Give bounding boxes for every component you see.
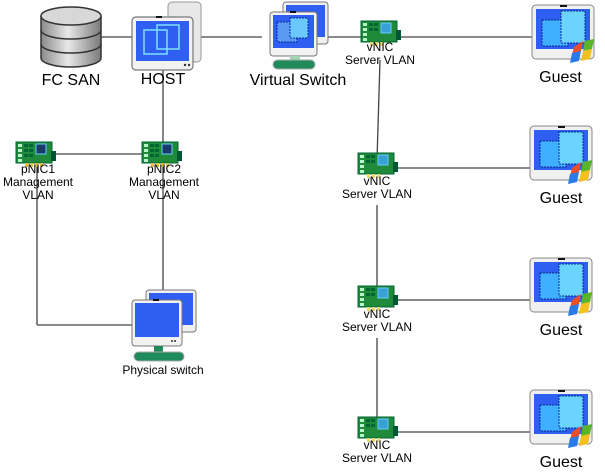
windows-guest-icon xyxy=(529,389,593,448)
vnic-label-line2: Server VLAN xyxy=(341,320,413,335)
windows-guest-icon xyxy=(529,125,593,184)
fc-san-node[interactable]: FC SAN xyxy=(38,4,104,94)
nic-card-icon xyxy=(360,20,401,46)
nic-card-icon xyxy=(15,141,56,167)
virtual-switch-node[interactable]: Virtual Switch xyxy=(248,0,348,92)
host-node[interactable]: HOST xyxy=(128,0,208,92)
pnic1-label-line2: Management xyxy=(2,175,74,190)
windows-guest-icon xyxy=(529,257,593,316)
server-monitor-icon xyxy=(131,1,202,71)
pnic1-label: pNIC1 Management VLAN xyxy=(0,162,76,203)
edge-vnic1-vnic2 xyxy=(376,59,381,161)
switch-computers-icon xyxy=(269,1,329,70)
switch-computers-icon xyxy=(131,289,197,362)
pnic1-node[interactable]: pNIC1 Management VLAN xyxy=(0,141,76,205)
vnic-label-line2: Server VLAN xyxy=(344,53,416,68)
vnic-node[interactable]: vNIC Server VLAN xyxy=(337,152,417,208)
vnic-label: vNIC Server VLAN xyxy=(337,438,417,466)
pnic2-node[interactable]: pNIC2 Management VLAN xyxy=(126,141,202,205)
vnic-label-line2: Server VLAN xyxy=(341,187,413,202)
nic-card-icon xyxy=(357,285,398,311)
guest-label: Guest xyxy=(539,322,583,339)
guest-node[interactable]: Guest xyxy=(526,256,605,344)
pnic2-label: pNIC2 Management VLAN xyxy=(126,162,202,203)
vnic-label: vNIC Server VLAN xyxy=(337,174,417,202)
vnic-label-line2: Server VLAN xyxy=(341,451,413,466)
vnic-label-line1: vNIC xyxy=(363,174,391,188)
vnic-label-line1: vNIC xyxy=(366,40,394,54)
pnic2-label-line2: Management xyxy=(128,175,200,190)
vnic-label-line1: vNIC xyxy=(363,307,391,321)
database-icon xyxy=(40,6,102,68)
guest-label: Guest xyxy=(539,69,582,86)
nic-card-icon xyxy=(357,416,398,442)
guest-label: Guest xyxy=(539,454,583,471)
guest-node[interactable]: Guest xyxy=(528,3,605,91)
nic-card-icon xyxy=(357,152,398,178)
vnic-node[interactable]: vNIC Server VLAN xyxy=(337,285,417,341)
guest-node[interactable]: Guest xyxy=(526,124,605,212)
nic-card-icon xyxy=(141,141,182,167)
vnic-label: vNIC Server VLAN xyxy=(340,40,420,68)
physical-switch-node[interactable]: Physical switch xyxy=(108,288,218,380)
pnic1-label-line1: pNIC1 xyxy=(20,162,55,176)
guest-node[interactable]: Guest xyxy=(526,388,605,473)
pnic2-label-line3: VLAN xyxy=(148,188,180,203)
vnic-node[interactable]: vNIC Server VLAN xyxy=(337,416,417,472)
pnic2-label-line1: pNIC2 xyxy=(146,162,181,176)
guest-label: Guest xyxy=(539,190,583,207)
host-label: HOST xyxy=(140,71,186,88)
vnic-label-line1: vNIC xyxy=(363,438,391,452)
pnic1-label-line3: VLAN xyxy=(22,188,54,203)
fc-san-label: FC SAN xyxy=(41,72,101,89)
virtual-switch-label: Virtual Switch xyxy=(249,72,347,89)
vnic-label: vNIC Server VLAN xyxy=(337,307,417,335)
windows-guest-icon xyxy=(531,4,595,63)
vnic-node[interactable]: vNIC Server VLAN xyxy=(340,20,420,72)
physical-switch-label: Physical switch xyxy=(122,363,204,377)
